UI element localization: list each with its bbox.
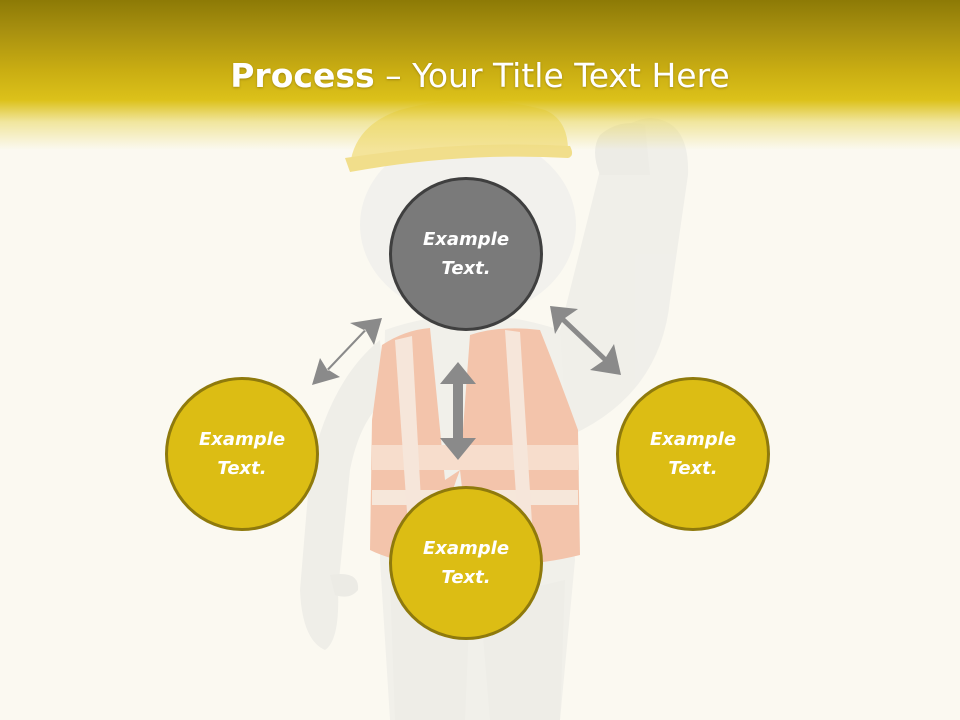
slide-title: Process – Your Title Text Here <box>0 54 960 98</box>
node-top-line2: Text. <box>441 258 491 279</box>
double-arrow-icon <box>550 306 621 375</box>
node-center-line1: Example <box>422 538 510 559</box>
double-arrow-icon <box>440 362 476 460</box>
node-right[interactable]: Example Text. <box>616 377 770 531</box>
node-top[interactable]: Example Text. <box>389 177 543 331</box>
double-arrow-icon <box>312 318 382 385</box>
title-bold-part: Process <box>230 56 375 95</box>
title-bar <box>0 0 960 150</box>
node-left[interactable]: Example Text. <box>165 377 319 531</box>
node-center-line2: Text. <box>441 567 491 588</box>
node-left-line1: Example <box>198 429 286 450</box>
node-right-line2: Text. <box>668 458 718 479</box>
node-top-line1: Example <box>422 229 510 250</box>
node-right-line1: Example <box>649 429 737 450</box>
node-center[interactable]: Example Text. <box>389 486 543 640</box>
title-rest-part: – Your Title Text Here <box>374 56 730 95</box>
node-left-line2: Text. <box>217 458 267 479</box>
